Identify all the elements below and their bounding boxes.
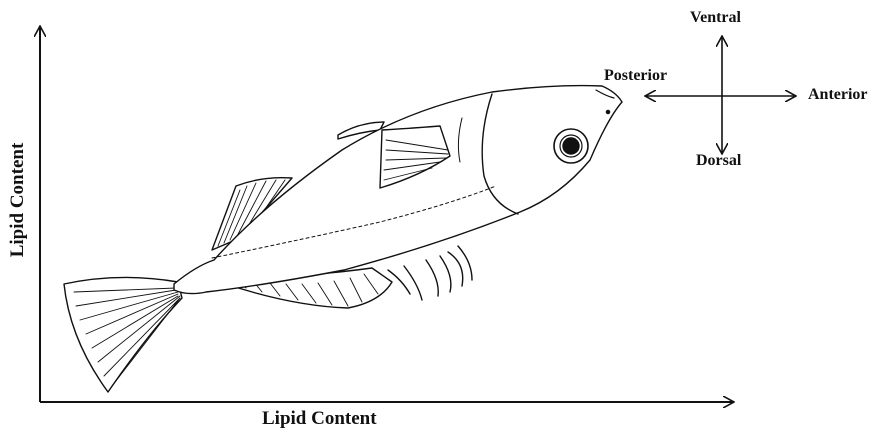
x-axis-label: Lipid Content <box>262 408 377 430</box>
compass-anterior-label: Anterior <box>808 86 868 104</box>
orientation-compass <box>646 37 795 153</box>
y-axis-label: Lipid Content <box>7 143 29 258</box>
compass-posterior-label: Posterior <box>604 67 667 85</box>
fish-illustration <box>64 86 622 392</box>
compass-ventral-label: Ventral <box>690 9 741 27</box>
fish-eye <box>554 129 588 163</box>
nostril <box>606 110 609 113</box>
compass-dorsal-label: Dorsal <box>696 152 741 170</box>
caudal-fin <box>64 277 182 392</box>
